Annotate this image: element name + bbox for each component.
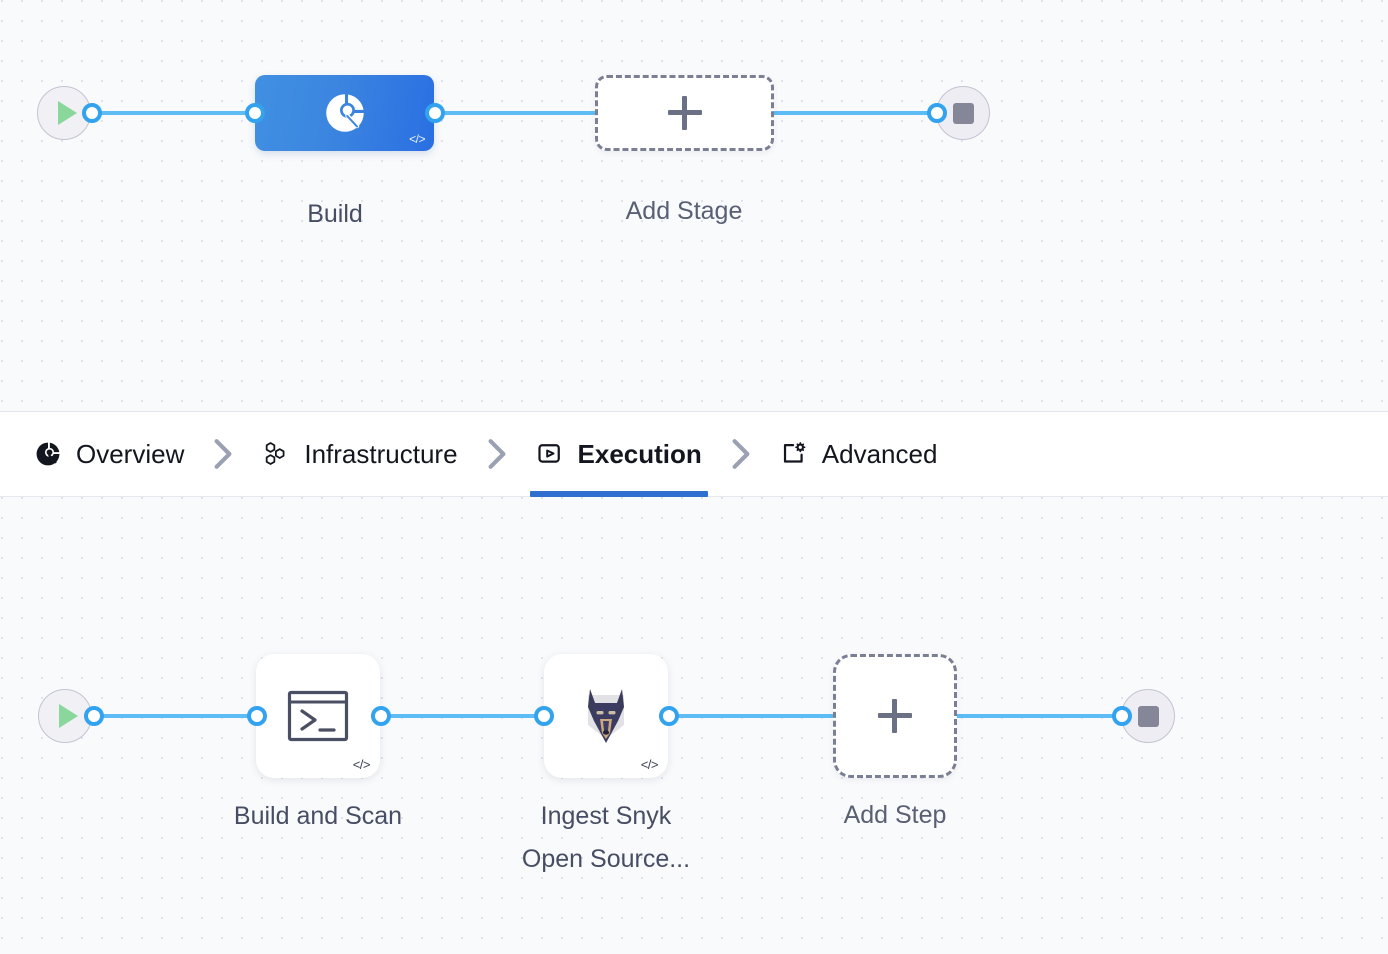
tab-label: Infrastructure [304, 438, 458, 469]
wire-addstage-to-end [768, 111, 946, 115]
wire-build-to-addstage [432, 111, 604, 115]
step-label-build-and-scan: Build and Scan [233, 802, 403, 830]
tab-execution[interactable]: Execution [529, 411, 709, 497]
port-end-in[interactable] [927, 103, 947, 123]
stage-graph-canvas[interactable]: </> Build Add Stage [0, 0, 1388, 411]
wire-start-to-buildscan [92, 714, 268, 718]
port-snyk-in[interactable] [534, 706, 554, 726]
code-badge: </> [352, 757, 371, 772]
add-step-button[interactable] [833, 654, 957, 778]
step-node-build-and-scan[interactable]: </> [256, 654, 380, 778]
chevron-right-icon [214, 439, 232, 469]
wire-buildscan-to-snyk [378, 714, 554, 718]
plus-icon [878, 699, 912, 733]
port-exec-end-in[interactable] [1112, 706, 1132, 726]
step-label-ingest-snyk: Ingest Snyk Open Source... [521, 802, 691, 873]
tab-separator-2 [462, 438, 532, 470]
tab-label: Overview [76, 438, 185, 469]
stage-config-tabs: Overview Infrastructure [0, 411, 1388, 497]
add-stage-label: Add Stage [625, 197, 743, 225]
terminal-icon [287, 690, 349, 742]
wire-snyk-to-addstep [664, 714, 840, 718]
stage-node-build[interactable]: </> [255, 75, 434, 151]
plus-icon [667, 96, 702, 130]
port-build-in[interactable] [245, 103, 265, 123]
wire-addstep-to-end [953, 714, 1133, 718]
add-step-label: Add Step [843, 801, 947, 829]
stop-icon [1137, 705, 1159, 727]
card-gear-icon [783, 442, 806, 463]
execution-start-node[interactable] [38, 689, 92, 743]
play-box-icon [537, 444, 560, 463]
port-start-out[interactable] [82, 103, 102, 123]
add-stage-button[interactable] [595, 75, 774, 151]
execution-graph-canvas[interactable]: </> Build and Scan [0, 497, 1388, 954]
port-build-out[interactable] [425, 103, 445, 123]
stop-icon [952, 102, 974, 124]
port-buildscan-out[interactable] [371, 706, 391, 726]
port-snyk-out[interactable] [659, 706, 679, 726]
step-node-ingest-snyk-open-source[interactable]: </> [544, 654, 668, 778]
port-exec-start-out[interactable] [84, 706, 104, 726]
port-buildscan-in[interactable] [247, 706, 267, 726]
play-icon [57, 101, 77, 125]
chevron-right-icon [732, 439, 750, 469]
tab-separator-1 [188, 438, 258, 470]
stage-label-build: Build [307, 200, 363, 228]
tab-label: Execution [577, 438, 702, 469]
build-pie-icon [325, 94, 364, 132]
code-badge: </> [409, 132, 425, 146]
tab-label: Advanced [821, 438, 938, 469]
build-pie-icon [36, 442, 60, 466]
tab-advanced[interactable]: Advanced [776, 411, 942, 497]
hexagons-icon [266, 442, 285, 465]
play-icon [58, 704, 78, 728]
code-badge: </> [640, 757, 659, 772]
tab-separator-3 [706, 438, 776, 470]
wire-start-to-build [92, 111, 264, 115]
chevron-right-icon [488, 439, 506, 469]
tab-infrastructure[interactable]: Infrastructure [258, 411, 461, 497]
snyk-dog-icon [588, 689, 624, 743]
tab-overview[interactable]: Overview [30, 411, 188, 497]
